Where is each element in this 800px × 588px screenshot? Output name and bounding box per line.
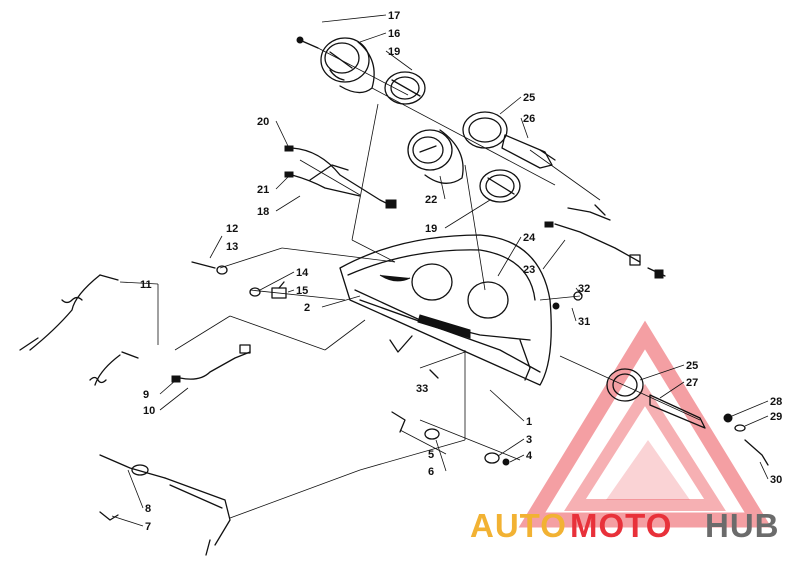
part-12-screw xyxy=(191,261,216,269)
watermark-logo xyxy=(518,320,772,528)
part-27-gauge-stem xyxy=(649,394,706,429)
part-19-bezel-ring xyxy=(384,71,426,105)
callout-29: 29 xyxy=(770,411,782,423)
callout-32: 32 xyxy=(578,283,590,295)
part-4-nut xyxy=(502,458,510,466)
callout-31: 31 xyxy=(578,316,590,328)
callout-leaders xyxy=(111,14,769,527)
callout-23: 23 xyxy=(523,264,535,276)
callout-19: 19 xyxy=(388,46,400,58)
callout-30: 30 xyxy=(770,474,782,486)
part-16-tach-gauge xyxy=(296,36,375,94)
callout-9: 9 xyxy=(143,389,149,401)
callout-26: 26 xyxy=(523,113,535,125)
callout-4: 4 xyxy=(526,450,533,462)
callout-8: 8 xyxy=(145,503,151,515)
part-23-wire-harness xyxy=(544,204,666,279)
part-18-wire-harness xyxy=(284,145,397,209)
part-7-knob xyxy=(99,511,119,521)
callout-12: 12 xyxy=(226,223,238,235)
part-8-choke-cable xyxy=(99,454,231,556)
part-22-speedometer-gauge xyxy=(407,129,464,184)
part-11-tether-cord xyxy=(19,274,139,386)
part-6-lamp xyxy=(424,428,440,440)
callout-1: 1 xyxy=(526,416,532,428)
part-9-connector xyxy=(171,344,251,383)
leader-lines xyxy=(174,47,701,519)
part-26-cable-fitting xyxy=(501,134,556,169)
part-5-bracket xyxy=(391,411,406,433)
callout-19b: 19 xyxy=(425,223,437,235)
callout-10: 10 xyxy=(143,405,155,417)
watermark-text: AUTO MOTO HUB xyxy=(470,507,780,544)
callout-7: 7 xyxy=(145,521,151,533)
callout-17: 17 xyxy=(388,10,400,22)
part-31-screw xyxy=(552,302,560,310)
callout-14: 14 xyxy=(296,267,309,279)
part-30-cable-end xyxy=(744,439,769,466)
watermark-moto: MOTO xyxy=(570,507,672,544)
callout-6: 6 xyxy=(428,466,434,478)
part-28-nut xyxy=(723,413,733,423)
part-29-washer xyxy=(734,424,746,432)
callout-16: 16 xyxy=(388,28,400,40)
callout-25b: 25 xyxy=(686,360,698,372)
part-19-bezel-ring-2 xyxy=(479,169,521,203)
part-25-bezel-ring-2 xyxy=(606,368,644,402)
watermark-auto: AUTO xyxy=(470,507,567,544)
callout-11: 11 xyxy=(140,279,152,291)
callout-21: 21 xyxy=(257,184,269,196)
callout-24: 24 xyxy=(523,232,536,244)
part-33-screw xyxy=(429,369,439,379)
callout-28: 28 xyxy=(770,396,782,408)
part-3-washer xyxy=(484,452,500,464)
callout-18: 18 xyxy=(257,206,269,218)
part-1-dash-housing xyxy=(339,234,552,386)
callout-15: 15 xyxy=(296,285,308,297)
part-13-nut xyxy=(216,265,228,275)
part-14-washer xyxy=(249,287,261,297)
callout-2: 2 xyxy=(304,302,310,314)
callout-25: 25 xyxy=(523,92,535,104)
callout-20: 20 xyxy=(257,116,269,128)
callout-13: 13 xyxy=(226,241,238,253)
callout-3: 3 xyxy=(526,434,532,446)
callout-22: 22 xyxy=(425,194,437,206)
watermark-hub: HUB xyxy=(705,507,780,544)
part-25-bezel-ring xyxy=(462,111,508,149)
callout-33: 33 xyxy=(416,383,428,395)
callout-27: 27 xyxy=(686,377,698,389)
part-15-switch xyxy=(271,281,287,299)
callout-5: 5 xyxy=(428,449,434,461)
